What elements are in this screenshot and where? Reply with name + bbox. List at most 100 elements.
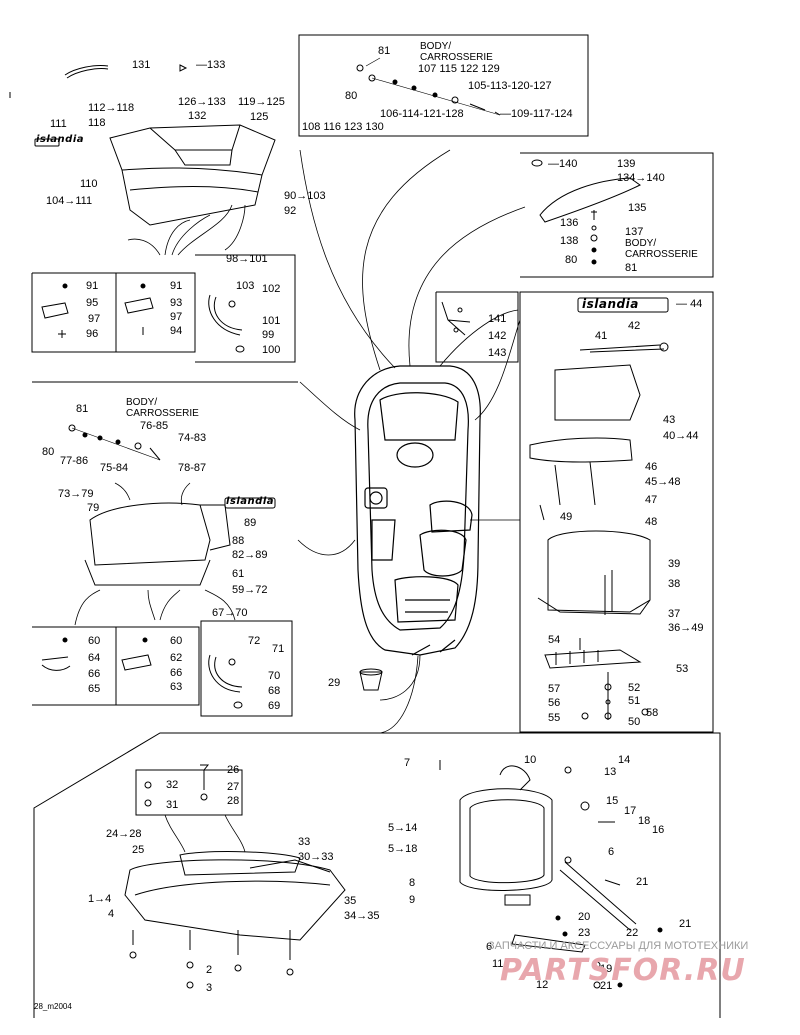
- callout-118: 118: [88, 117, 106, 129]
- callout-132: 132: [188, 110, 207, 122]
- callout-67-70: 67→70: [212, 607, 248, 619]
- cup-holder: [359, 668, 383, 691]
- callout-m74-83: 74-83: [178, 432, 207, 444]
- callout-17: 17: [624, 805, 637, 817]
- callout-36-49: 36→49: [668, 622, 704, 634]
- middle-seat-parts: [41, 424, 276, 709]
- callout-100: 100: [262, 344, 281, 356]
- callout-62: 62: [170, 652, 183, 664]
- callout-94: 94: [170, 325, 183, 337]
- callout-102: 102: [262, 283, 281, 295]
- right-seat-parts: [529, 297, 669, 720]
- callout-t81: 81: [378, 45, 391, 57]
- callout-33: 33: [298, 836, 311, 848]
- callout-91b: 91: [170, 280, 183, 292]
- callout-54: 54: [548, 634, 561, 646]
- callout-126-133: 126→133: [178, 96, 226, 108]
- callout-2: 2: [206, 964, 213, 976]
- body-carrosserie-label-mid: BODY/ CARROSSERIE: [126, 397, 199, 419]
- callout-49: 49: [560, 511, 573, 523]
- callout-47: 47: [645, 494, 658, 506]
- callout-139: 139: [617, 158, 636, 170]
- callout-96: 96: [86, 328, 99, 340]
- callout-35: 35: [344, 895, 357, 907]
- body-carrosserie-label-right: BODY/ CARROSSERIE: [625, 238, 698, 260]
- callout-t105: 105-113-120-127: [468, 80, 552, 92]
- callout-46: 46: [645, 461, 658, 473]
- callout-90-103: 90→103: [284, 190, 326, 202]
- callout-58: 58: [646, 707, 659, 719]
- rear-seat-parts: [124, 764, 346, 989]
- callout-41: 41: [595, 330, 608, 342]
- callout-55: 55: [548, 712, 561, 724]
- callout-32: 32: [166, 779, 179, 791]
- callout-72: 72: [248, 635, 261, 647]
- callout-12: 12: [536, 979, 549, 991]
- watermark-logo: PARTSFOR.RU: [500, 953, 746, 988]
- callout-m75-84: 75-84: [100, 462, 129, 474]
- hull-drawing: [354, 365, 481, 656]
- callout-7: 7: [404, 757, 411, 769]
- callout-42: 42: [628, 320, 641, 332]
- callout-140: —140: [548, 158, 578, 170]
- callout-91a: 91: [86, 280, 99, 292]
- callout-6b: 6: [486, 941, 493, 953]
- callout-95: 95: [86, 297, 99, 309]
- callout-68: 68: [268, 685, 281, 697]
- callout-97a: 97: [88, 313, 101, 325]
- islandia-logo-badge-mid: islandia: [226, 496, 275, 507]
- callout-m76-85: 76-85: [140, 420, 169, 432]
- callout-39: 39: [668, 558, 681, 570]
- callout-69: 69: [268, 700, 281, 712]
- callout-57: 57: [548, 683, 561, 695]
- callout-t106: 106-114-121-128: [380, 108, 464, 120]
- callout-6a: 6: [608, 846, 615, 858]
- callout-119-125: 119→125: [238, 96, 285, 108]
- callout-112-118: 112→118: [88, 102, 135, 114]
- bracket-parts: [441, 301, 471, 336]
- callout-15: 15: [606, 795, 619, 807]
- callout-133: —133: [196, 59, 226, 71]
- callout-140-text: 140: [559, 158, 578, 170]
- callout-99: 99: [262, 329, 275, 341]
- callout-t107: 107 115 122 129: [418, 63, 500, 75]
- callout-28: 28: [227, 795, 240, 807]
- callout-142: 142: [488, 330, 507, 342]
- callout-44-text: 44: [690, 298, 703, 310]
- callout-23: 23: [578, 927, 591, 939]
- callout-22: 22: [626, 927, 639, 939]
- callout-51: 51: [628, 695, 641, 707]
- callout-141: 141: [488, 313, 507, 325]
- callout-14: 14: [618, 754, 631, 766]
- callout-1-4: 1→4: [88, 893, 112, 905]
- callout-66a: 66: [88, 668, 101, 680]
- callout-45-48: 45→48: [645, 476, 681, 488]
- callout-70: 70: [268, 670, 281, 682]
- callout-63: 63: [170, 681, 183, 693]
- callout-40-44: 40→44: [663, 430, 699, 442]
- callout-134-140: 134→140: [617, 172, 665, 184]
- callout-52: 52: [628, 682, 641, 694]
- callout-38: 38: [668, 578, 681, 590]
- callout-27: 27: [227, 781, 240, 793]
- callout-93: 93: [170, 297, 183, 309]
- callout-101: 101: [262, 315, 281, 327]
- storage-compartment-parts: [439, 760, 663, 989]
- callout-37: 37: [668, 608, 681, 620]
- callout-135: 135: [628, 202, 647, 214]
- callout-30-33: 30→33: [298, 851, 334, 863]
- callout-m78-87: 78-87: [178, 462, 207, 474]
- callout-34-35: 34→35: [344, 910, 380, 922]
- callout-t109: —109-117-124: [500, 108, 573, 120]
- callout-73-79: 73→79: [58, 488, 94, 500]
- callout-98-101: 98→101: [226, 253, 268, 265]
- callout-110: 110: [80, 178, 98, 190]
- callout-81-right: 81: [625, 262, 638, 274]
- frame-lines: [9, 34, 721, 1018]
- callout-21b: 21: [679, 918, 692, 930]
- callout-60b: 60: [170, 635, 183, 647]
- callout-43: 43: [663, 414, 676, 426]
- callout-10: 10: [524, 754, 537, 766]
- callout-92: 92: [284, 205, 297, 217]
